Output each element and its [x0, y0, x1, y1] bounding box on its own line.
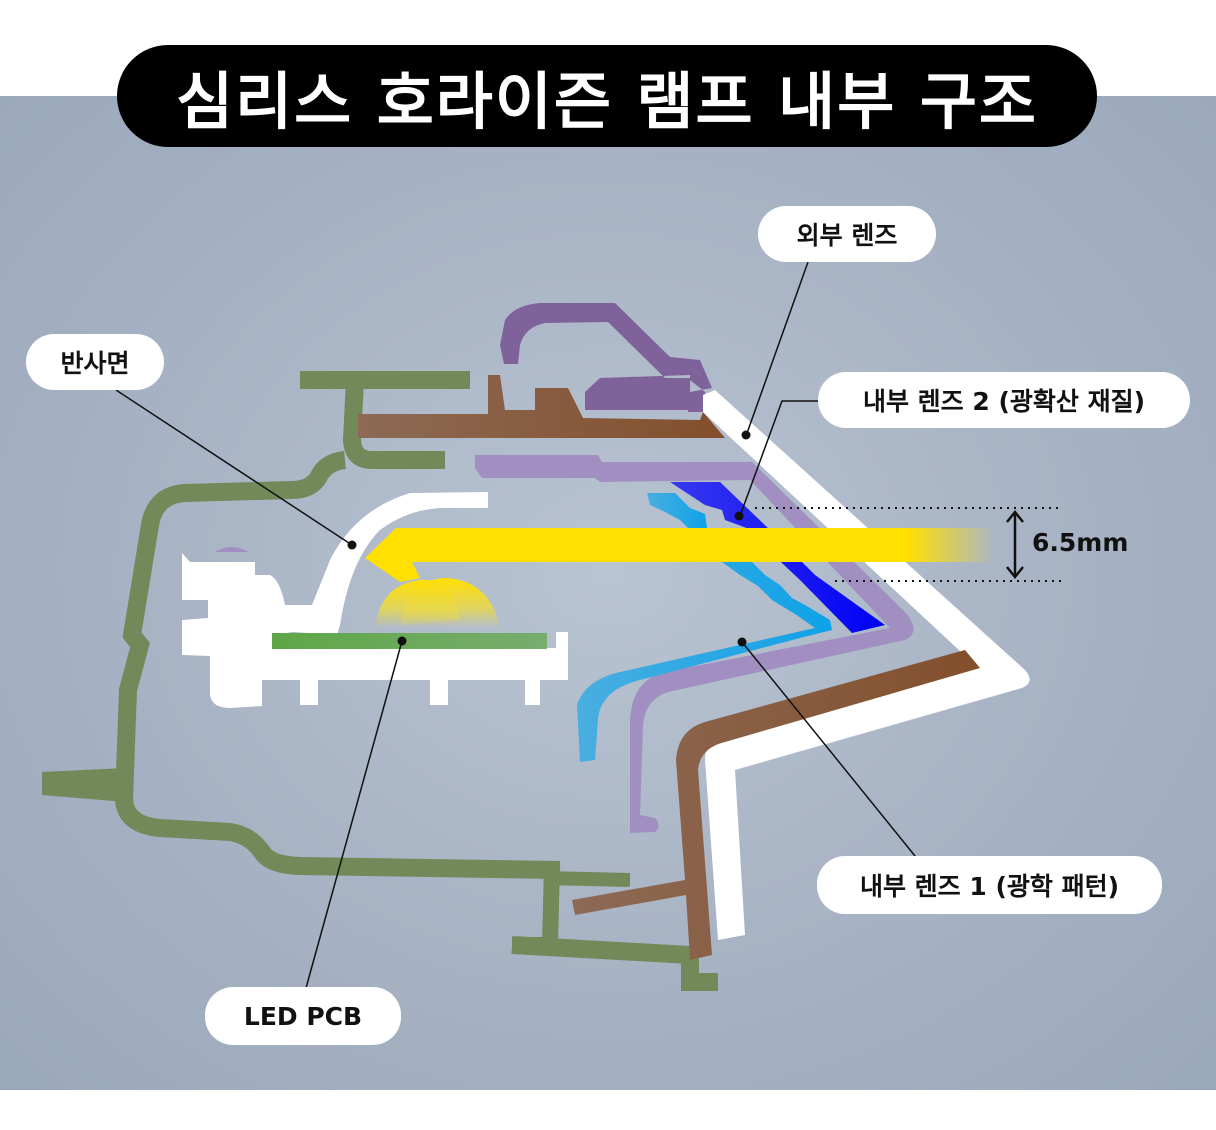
upper-bracket [500, 303, 712, 412]
label-outer-lens: 외부 렌즈 [758, 206, 936, 262]
label-inner-lens-1-text: 내부 렌즈 1 (광학 패턴) [859, 872, 1120, 901]
dimension-guides [755, 507, 1062, 582]
inner-lens-2-frame [475, 455, 914, 833]
bezel-lower [572, 650, 980, 960]
leader-lines [115, 261, 916, 989]
leader-dots [347, 430, 751, 647]
label-reflector-text: 반사면 [60, 349, 130, 378]
label-inner-lens-2: 내부 렌즈 2 (광확산 재질) [818, 372, 1190, 428]
label-inner-lens-2-text: 내부 렌즈 2 (광확산 재질) [862, 387, 1146, 416]
led-pcb [272, 633, 547, 649]
reflector [182, 492, 568, 708]
light-beam [365, 528, 995, 582]
label-inner-lens-1: 내부 렌즈 1 (광학 패턴) [817, 856, 1162, 914]
dimension-label: 6.5mm [1032, 528, 1129, 557]
double-arrow-icon [1006, 509, 1024, 580]
title-banner: 심리스 호라이즌 램프 내부 구조 [117, 45, 1097, 147]
label-reflector: 반사면 [26, 334, 164, 390]
led-light [375, 578, 500, 628]
page-title: 심리스 호라이즌 램프 내부 구조 [176, 65, 1038, 138]
bezel-top [358, 375, 725, 438]
housing [42, 371, 718, 991]
label-outer-lens-text: 외부 렌즈 [796, 221, 898, 250]
label-led-pcb-text: LED PCB [243, 1001, 363, 1031]
label-led-pcb: LED PCB [205, 987, 401, 1045]
inner-lens-1 [577, 493, 832, 762]
outer-lens [703, 390, 1030, 940]
